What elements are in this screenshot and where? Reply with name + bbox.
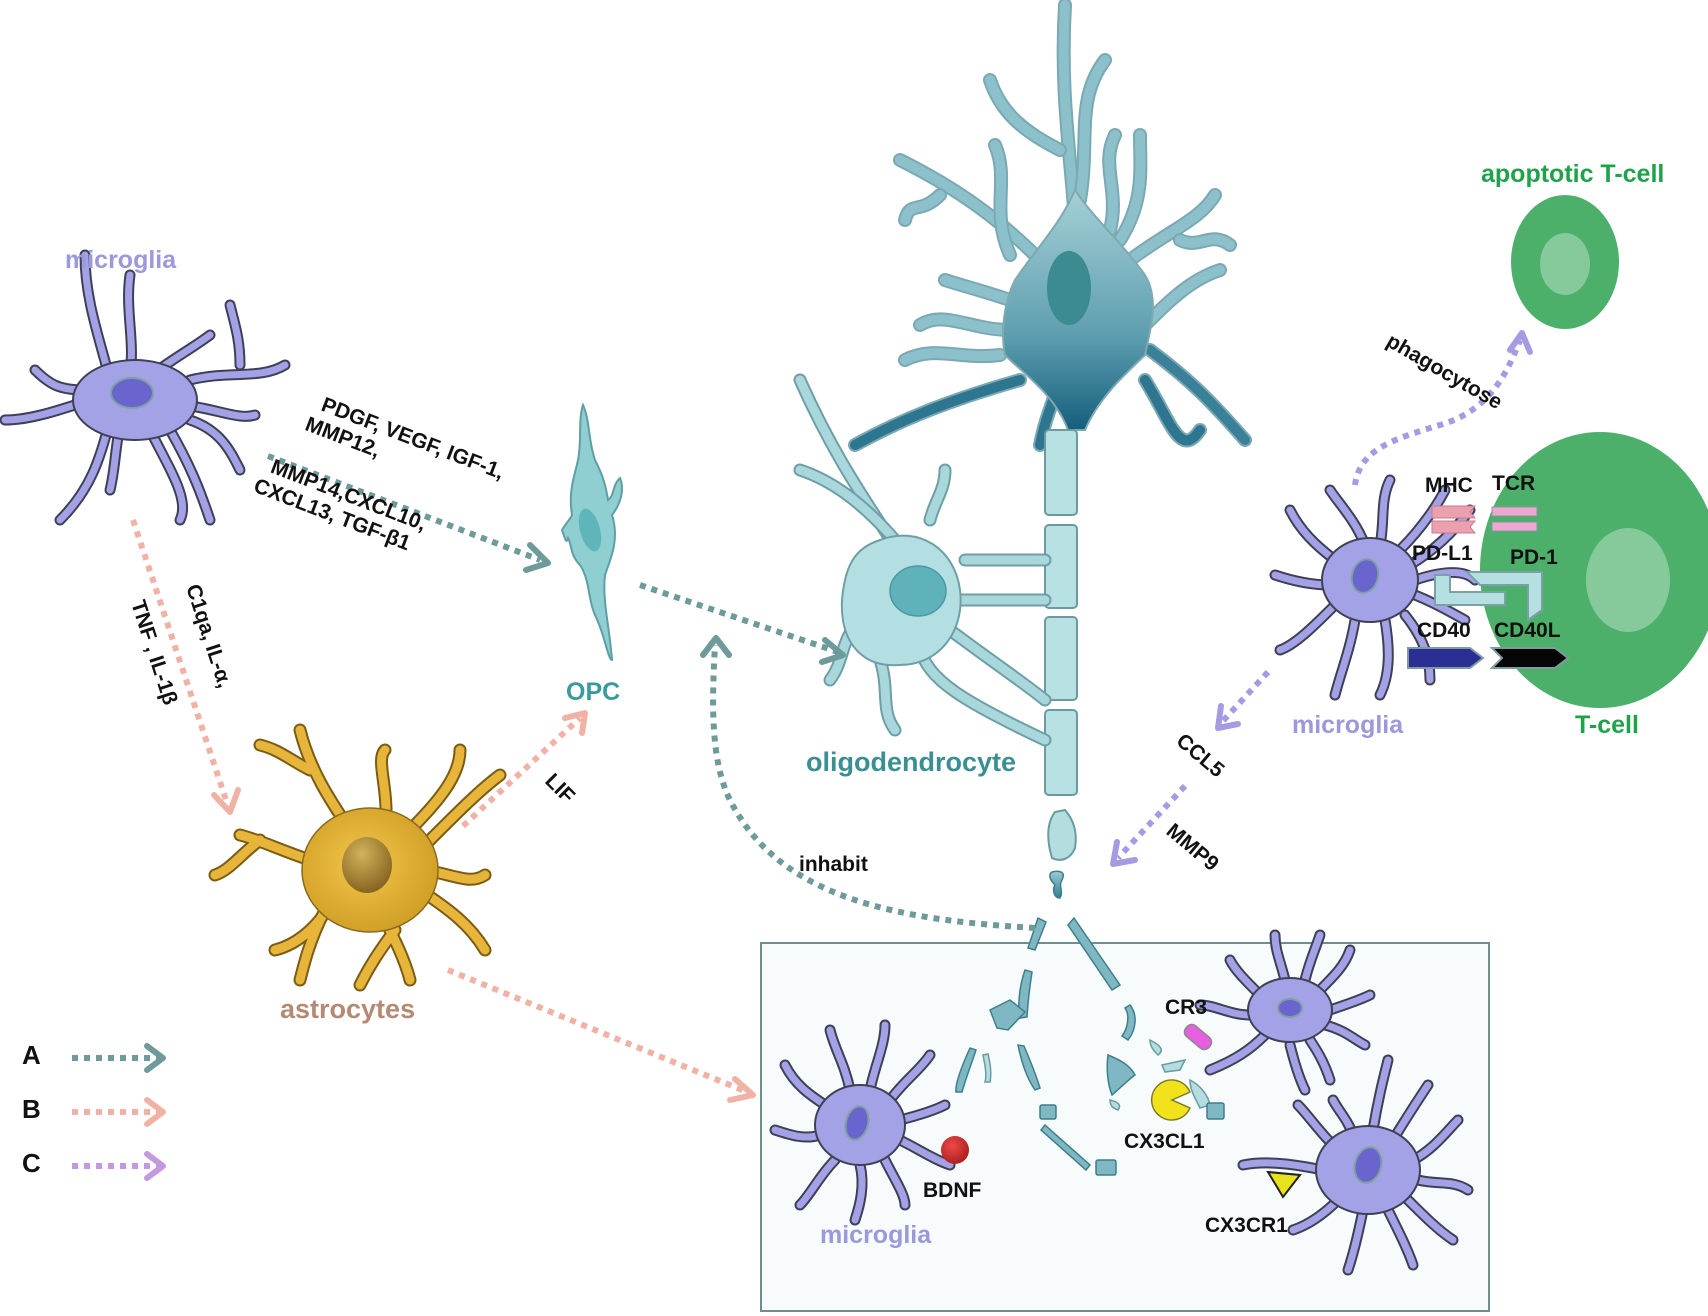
arrow-mmp9 bbox=[1110, 783, 1188, 867]
microglia-top-left bbox=[0, 249, 291, 526]
cd40-receptor bbox=[1407, 647, 1485, 669]
pd-l1-receptor bbox=[1434, 574, 1506, 606]
arrow-phagocytose bbox=[1352, 330, 1533, 486]
microglia-nucleus bbox=[110, 377, 154, 409]
bdnf-molecule bbox=[941, 1136, 969, 1164]
legend: A B C bbox=[22, 1040, 166, 1181]
label-microglia-right: microglia bbox=[1292, 711, 1404, 739]
microglia-bottom-left bbox=[769, 1019, 956, 1226]
label-phagocytose: phagocytose bbox=[1383, 329, 1507, 414]
legend-key-b: B bbox=[22, 1094, 41, 1124]
cd40-cd40l-pair bbox=[1407, 647, 1570, 669]
label-pd-l1: PD-L1 bbox=[1412, 542, 1473, 565]
label-cx3cl1: CX3CL1 bbox=[1124, 1130, 1205, 1153]
arrow-astrocyte-to-panel bbox=[446, 967, 756, 1103]
opc-cell bbox=[560, 402, 623, 662]
tcr-receptor bbox=[1491, 506, 1538, 517]
label-ccl5: CCL5 bbox=[1172, 729, 1229, 782]
mhc-tcr-pair bbox=[1431, 505, 1538, 534]
label-microglia-top-left: microglia bbox=[65, 246, 177, 274]
neuron bbox=[848, 0, 1252, 452]
oligodendrocyte-nucleus bbox=[889, 565, 947, 617]
neuron-nucleus bbox=[1047, 251, 1091, 325]
opc-nucleus bbox=[578, 508, 602, 552]
neuron-dendrites bbox=[848, 0, 1252, 452]
microglia-nucleus bbox=[1277, 998, 1303, 1018]
t-cell-nucleus bbox=[1586, 528, 1670, 632]
pdl1-pd1-pair bbox=[1434, 571, 1543, 622]
cr3-molecule bbox=[1183, 1023, 1213, 1051]
arrow-ccl5 bbox=[1215, 669, 1271, 731]
label-inhibit: inhabit bbox=[799, 853, 868, 876]
label-bdnf: BDNF bbox=[923, 1179, 981, 1202]
legend-key-c: C bbox=[22, 1148, 41, 1178]
microglia-panel-bottom-right bbox=[1237, 1054, 1474, 1276]
label-growth-factors: PDGF, VEGF, IGF-1, MMP12, MMP14,CXCL10, … bbox=[251, 393, 508, 555]
legend-item-b: B bbox=[22, 1094, 166, 1127]
label-mmp9: MMP9 bbox=[1162, 819, 1223, 876]
arrow-microglia-to-astrocyte bbox=[130, 519, 241, 815]
oligodendrocyte-cell bbox=[793, 373, 1052, 747]
cd40l-receptor bbox=[1489, 647, 1570, 669]
legend-item-a: A bbox=[22, 1040, 166, 1073]
cx3cl1-pacman bbox=[1150, 1079, 1191, 1121]
label-cx3cr1: CX3CR1 bbox=[1205, 1214, 1288, 1237]
astrocyte-nucleus bbox=[342, 837, 392, 893]
label-opc: OPC bbox=[566, 678, 620, 706]
label-t-cell: T-cell bbox=[1575, 711, 1639, 739]
myelin-sheath bbox=[1044, 429, 1078, 796]
myelin-debris bbox=[885, 969, 1225, 1176]
microglia-nucleus bbox=[1350, 558, 1380, 594]
legend-key-a: A bbox=[22, 1040, 41, 1070]
microglia-panel-top-right bbox=[1194, 929, 1376, 1096]
label-cytokines-line2: TNF , IL-1β bbox=[126, 597, 181, 707]
label-cr3: CR3 bbox=[1165, 996, 1207, 1019]
label-tcr: TCR bbox=[1492, 472, 1535, 495]
label-cd40l: CD40L bbox=[1494, 619, 1561, 642]
pd-1-receptor bbox=[1464, 571, 1543, 622]
label-mhc: MHC bbox=[1425, 474, 1473, 497]
apoptotic-t-cell-nucleus bbox=[1540, 233, 1590, 295]
label-cytokines: C1qa, IL-α, TNF , IL-1β bbox=[126, 581, 236, 707]
label-lif: LIF bbox=[540, 769, 579, 808]
legend-item-c: C bbox=[22, 1148, 166, 1181]
microglia-nucleus bbox=[1353, 1146, 1383, 1184]
astrocyte-cell bbox=[208, 723, 507, 992]
degenerating-axon bbox=[1027, 808, 1122, 992]
arrow-microglia-to-opc bbox=[266, 453, 551, 573]
cx3cr1-molecule bbox=[1266, 1170, 1302, 1199]
microglia-nucleus bbox=[844, 1105, 870, 1141]
label-microglia-bottom: microglia bbox=[820, 1221, 932, 1249]
label-cytokines-line1: C1qa, IL-α, bbox=[181, 581, 236, 690]
mhc-receptor bbox=[1431, 505, 1477, 534]
arrow-astrocyte-to-opc bbox=[460, 710, 588, 829]
label-astrocytes: astrocytes bbox=[280, 994, 415, 1024]
label-apoptotic-t-cell: apoptotic T-cell bbox=[1481, 160, 1664, 188]
arrow-opc-to-oligodendrocyte bbox=[639, 582, 846, 665]
label-oligodendrocyte: oligodendrocyte bbox=[806, 747, 1016, 777]
label-cd40: CD40 bbox=[1417, 619, 1471, 642]
label-pd-1: PD-1 bbox=[1510, 546, 1558, 569]
arrow-inhibit bbox=[700, 635, 1036, 931]
